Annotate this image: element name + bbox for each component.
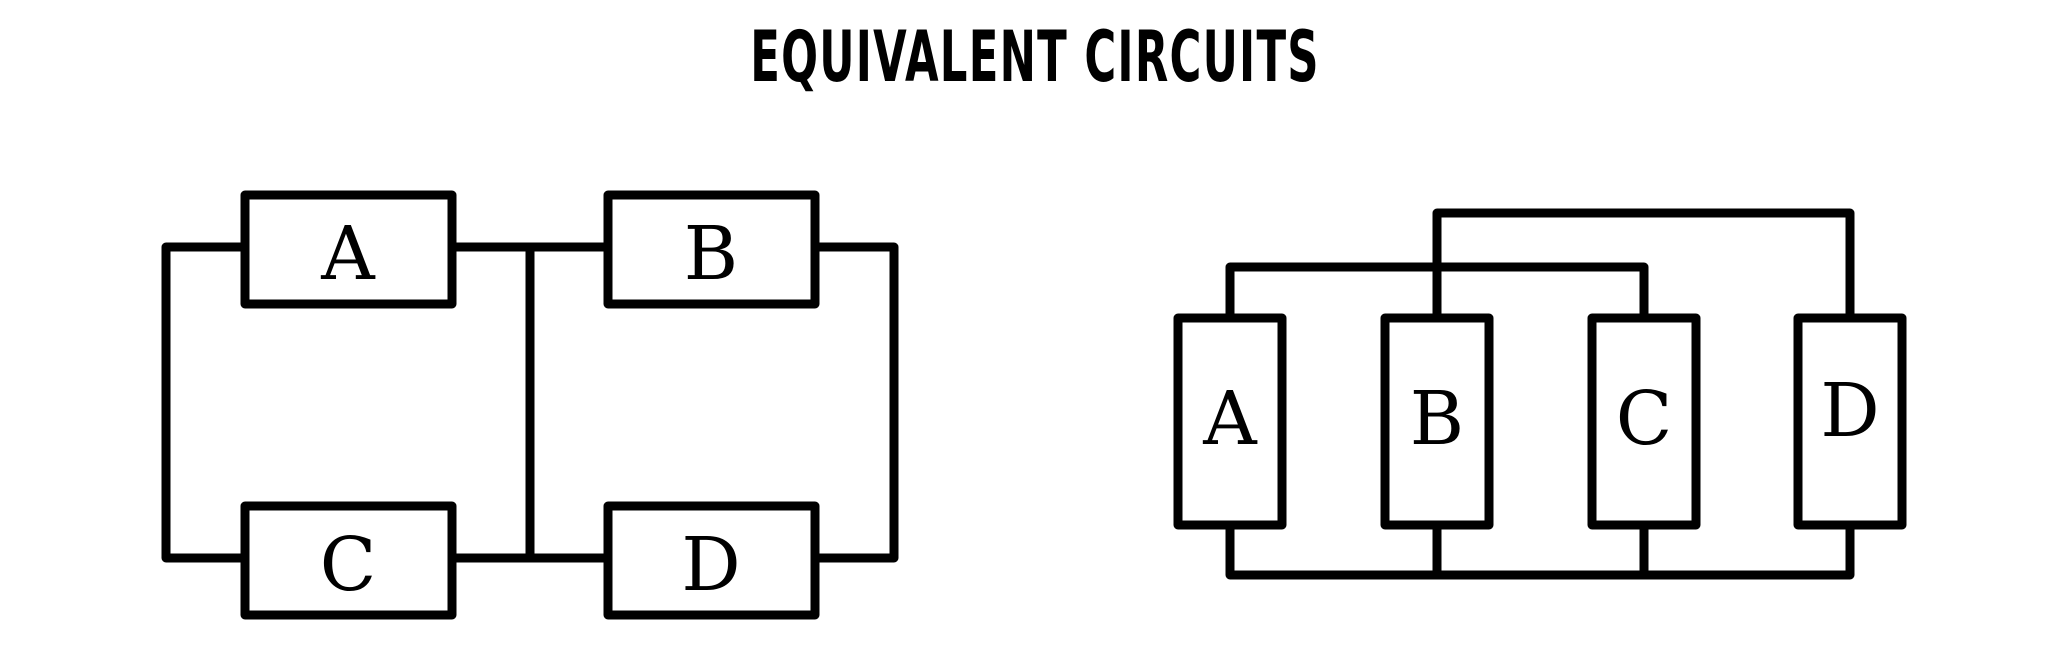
left-component-d-label: D bbox=[681, 522, 740, 608]
right-component-a: A bbox=[1173, 313, 1287, 530]
right-component-d-label: D bbox=[1820, 368, 1879, 454]
left-component-a: A bbox=[240, 190, 457, 309]
right-circuit-ac-top-wire bbox=[1225, 262, 1649, 323]
left-component-c: C bbox=[240, 501, 457, 620]
left-component-d: D bbox=[603, 501, 820, 620]
left-component-b: B bbox=[603, 190, 820, 309]
left-circuit-left-wire bbox=[161, 242, 250, 563]
right-component-c-label: C bbox=[1616, 376, 1673, 462]
right-component-d: D bbox=[1793, 313, 1907, 530]
right-component-a-label: A bbox=[1202, 376, 1258, 462]
left-component-b-label: B bbox=[684, 211, 738, 297]
right-circuit-bottom-bus-wire bbox=[1225, 520, 1855, 580]
left-component-a-label: A bbox=[320, 211, 376, 297]
right-component-c: C bbox=[1587, 313, 1701, 530]
right-component-b: B bbox=[1380, 313, 1494, 530]
left-circuit: A B C D bbox=[161, 190, 899, 620]
right-circuit: A B C D bbox=[1173, 208, 1907, 580]
page-title: EQUIVALENT CIRCUITS bbox=[750, 16, 1320, 98]
left-component-c-label: C bbox=[320, 522, 377, 608]
right-component-b-label: B bbox=[1410, 376, 1464, 462]
left-circuit-right-wire bbox=[810, 242, 899, 563]
